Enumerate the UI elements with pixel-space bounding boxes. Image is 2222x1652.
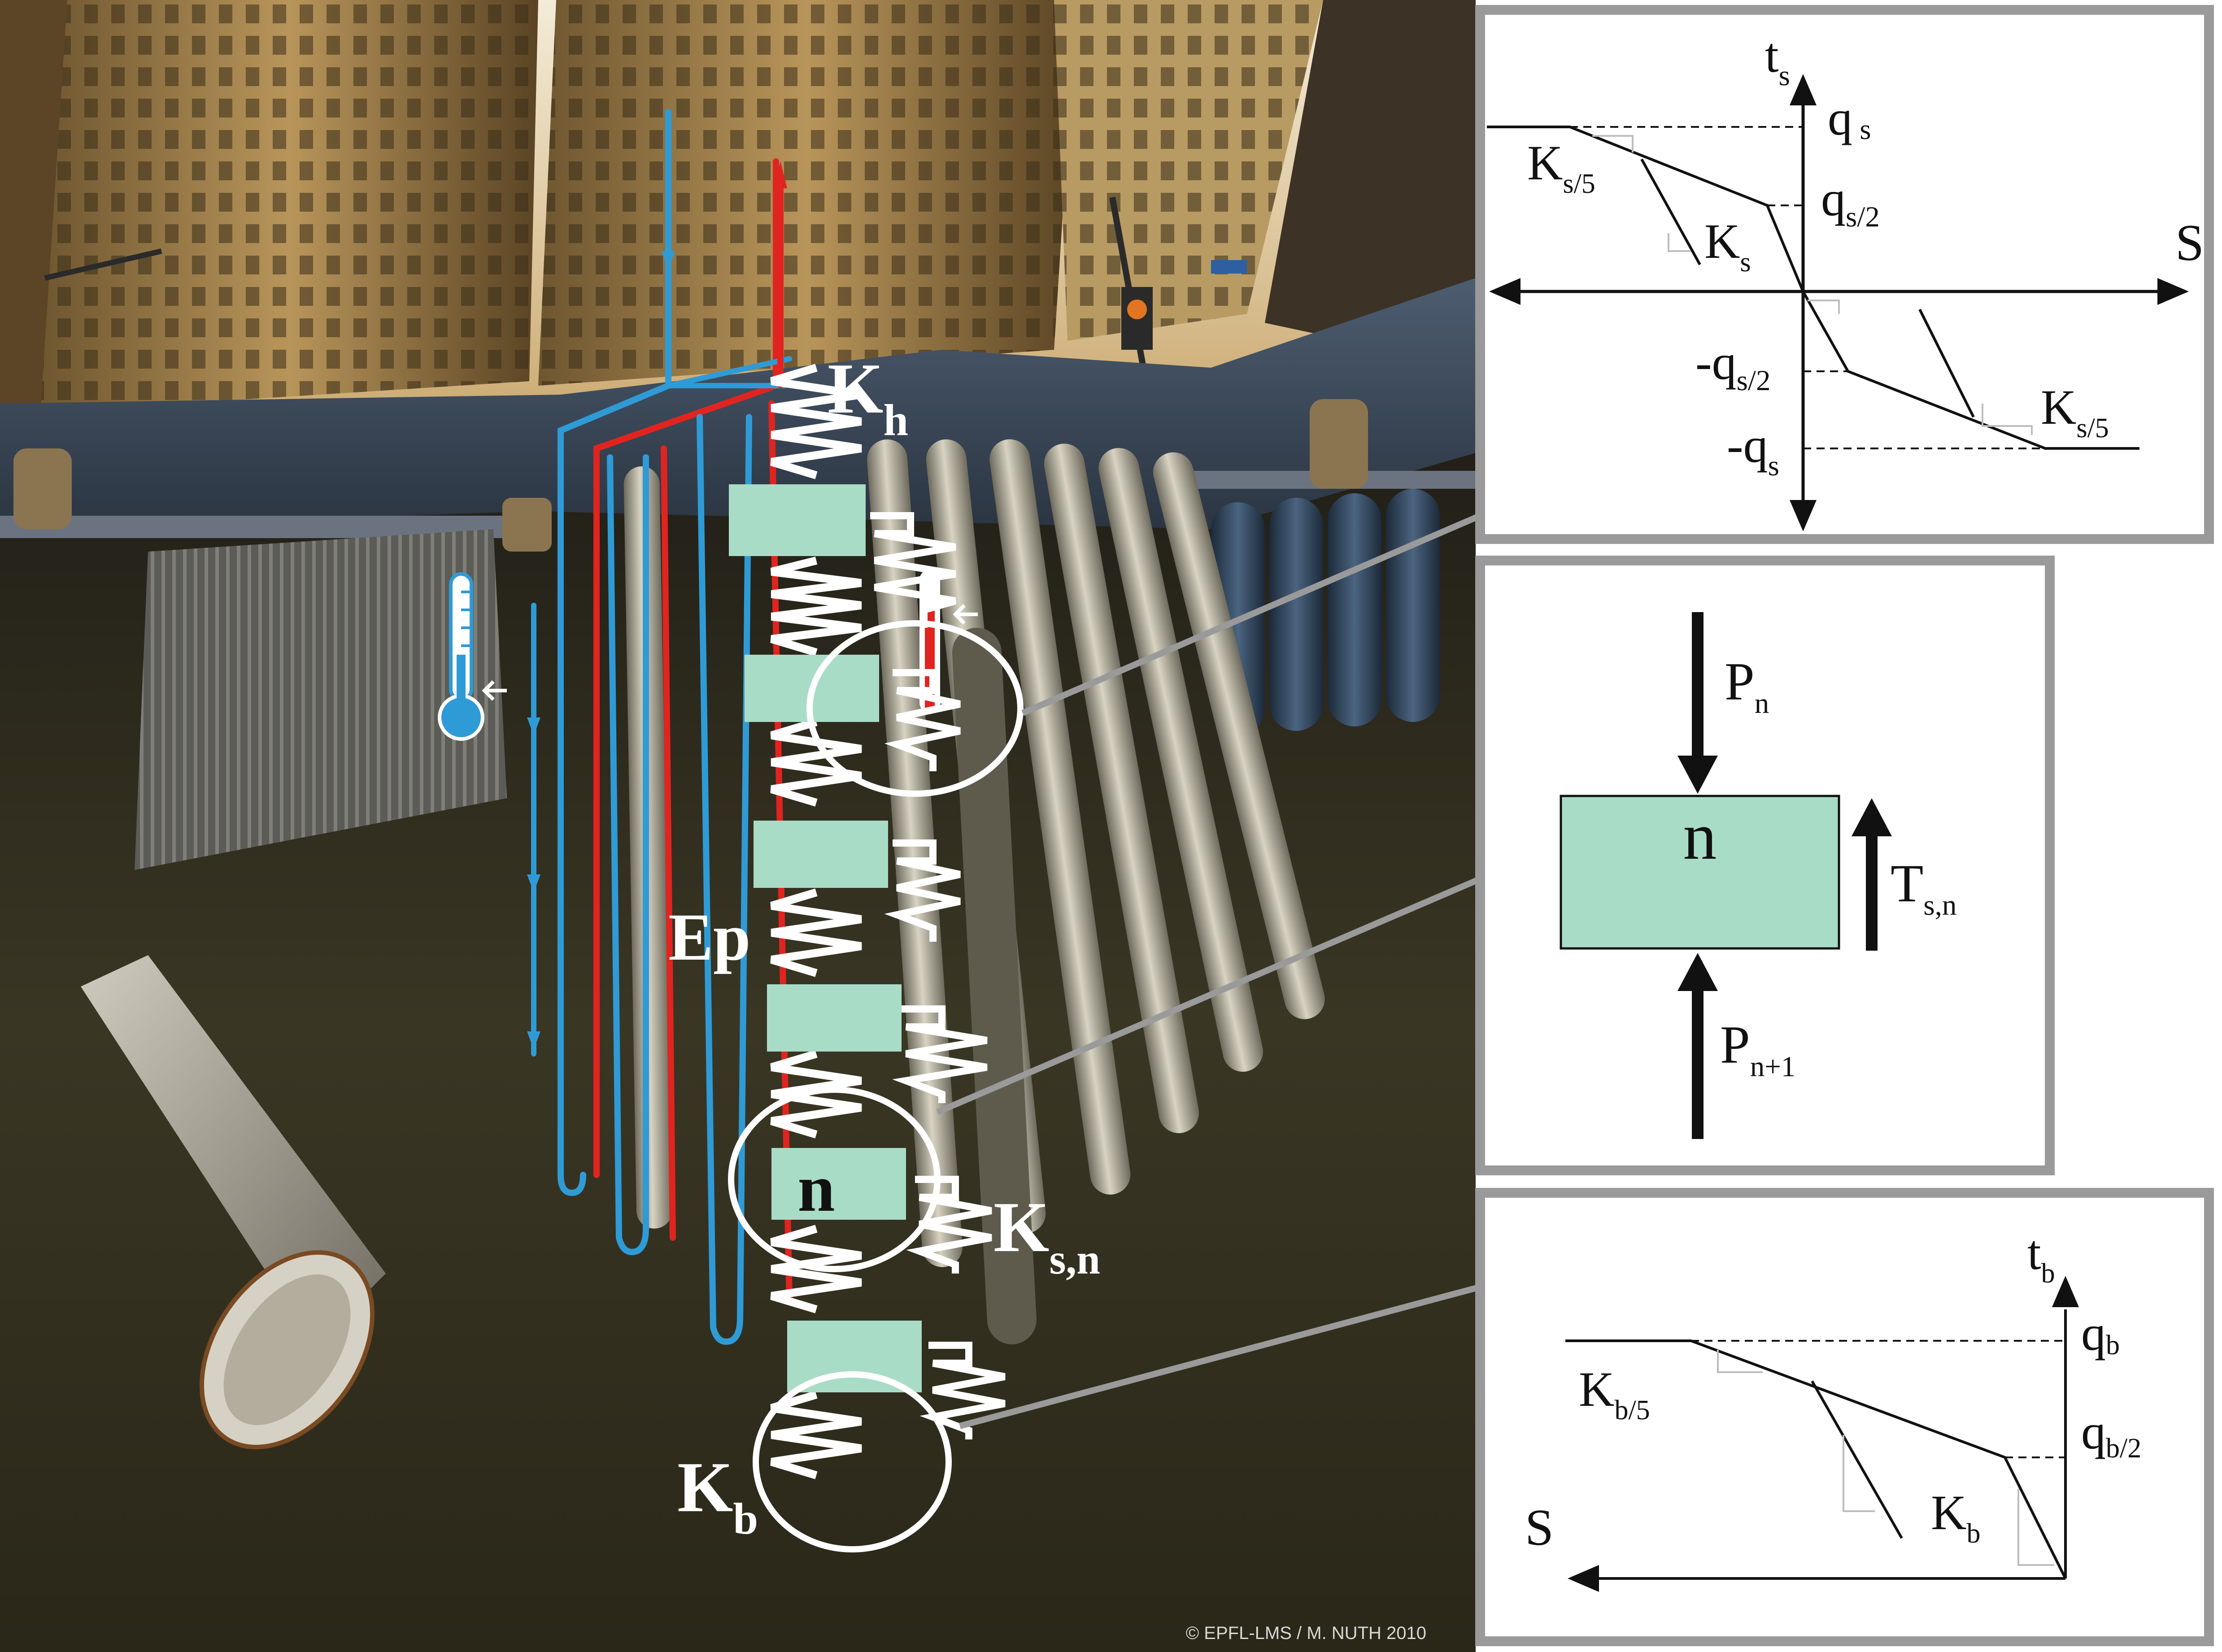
ep-label: Ep [668,900,750,974]
shaft-k-s: Ks [1704,214,1751,278]
flow-arrow-icon [662,251,675,269]
base-load-curve [1565,1339,2067,1579]
shaft-axis-s: S [2175,214,2204,271]
pile-group [623,439,1325,1344]
shaft-k-s5-right: Ks/5 [2041,380,2109,443]
element-n-box [1560,795,1840,950]
base-k-b: Kb [1931,1485,1980,1549]
arrow-up-icon [1790,74,1817,105]
arrow-left-icon [1489,278,1521,305]
axial-spring-column [770,364,862,1479]
shaft-q-s2: qs/2 [1821,171,1880,233]
shaft-friction-panel: ts S q s qs/2 -qs/2 -qs Ks/5 Ks Ks/5 [1475,5,2214,544]
force-pn-arrow [1692,612,1704,760]
kh-label: Kh [828,348,908,445]
element-equilibrium-panel: Pn n Ts,n Pn+1 [1475,556,2055,1175]
pile-elements [729,484,922,1392]
leader-lines [936,513,1481,1429]
pile-element-4 [767,984,902,1052]
building-right-dark [1265,0,1476,368]
pile-discretization-model [728,364,1481,1552]
arrow-right-icon [2157,278,2189,305]
pile-element-n [771,1148,906,1220]
element-n-label: n [797,1151,835,1226]
label-element-n: n [1683,799,1717,874]
label-pn: Pn [1725,652,1769,720]
pile-element-3 [754,821,888,888]
street-sign [1211,260,1247,274]
base-q-b2: qb/2 [2081,1404,2141,1464]
label-tsn: Ts,n [1891,853,1956,922]
manhole-left [13,448,72,529]
force-pn1-arrow [1692,987,1704,1139]
base-axis-s: S [1525,1499,1554,1556]
base-axis-tb: tb [2027,1225,2055,1289]
ksn-label: Ks,n [993,1187,1100,1283]
dark-pile-group [1211,489,1440,735]
tunnel [81,955,386,1449]
shaft-neg-q-s: -qs [1727,418,1779,482]
shaft-axis-ts: ts [1765,28,1790,92]
manhole-right [1310,399,1368,489]
base-guide-lines [1691,1340,2065,1458]
base-resistance-panel: tb qb qb/2 Kb/5 Kb S [1475,1188,2214,1646]
shaft-guide-lines [1570,126,2045,449]
city-foundation-scene: Kh Ep n Ks,n Kb © EPFL-LMS / M. NUTH 201… [0,0,1481,1652]
arrow-left-icon [1568,1565,1599,1592]
thermometer-icon [438,572,507,741]
arrow-down-icon [1790,500,1817,531]
base-q-b: qb [2081,1306,2120,1361]
force-tsn-arrow [1866,834,1878,951]
pile-element-1 [729,484,866,556]
shaft-k-s5-left: Ks/5 [1527,135,1595,199]
kb-label: Kb [677,1447,758,1543]
zoom-circles [728,620,1024,1552]
shaft-q-s: q s [1828,91,1871,146]
copyright-notice: © EPFL-LMS / M. NUTH 2010 [1186,1623,1426,1643]
label-pn1: Pn+1 [1720,1015,1795,1083]
base-k-b5: Kb/5 [1579,1362,1650,1426]
shaft-neg-q-s2: -qs/2 [1695,335,1771,397]
retaining-wall [135,529,507,870]
arrow-up-icon [2052,1276,2079,1307]
shaft-springs [870,512,1006,1439]
